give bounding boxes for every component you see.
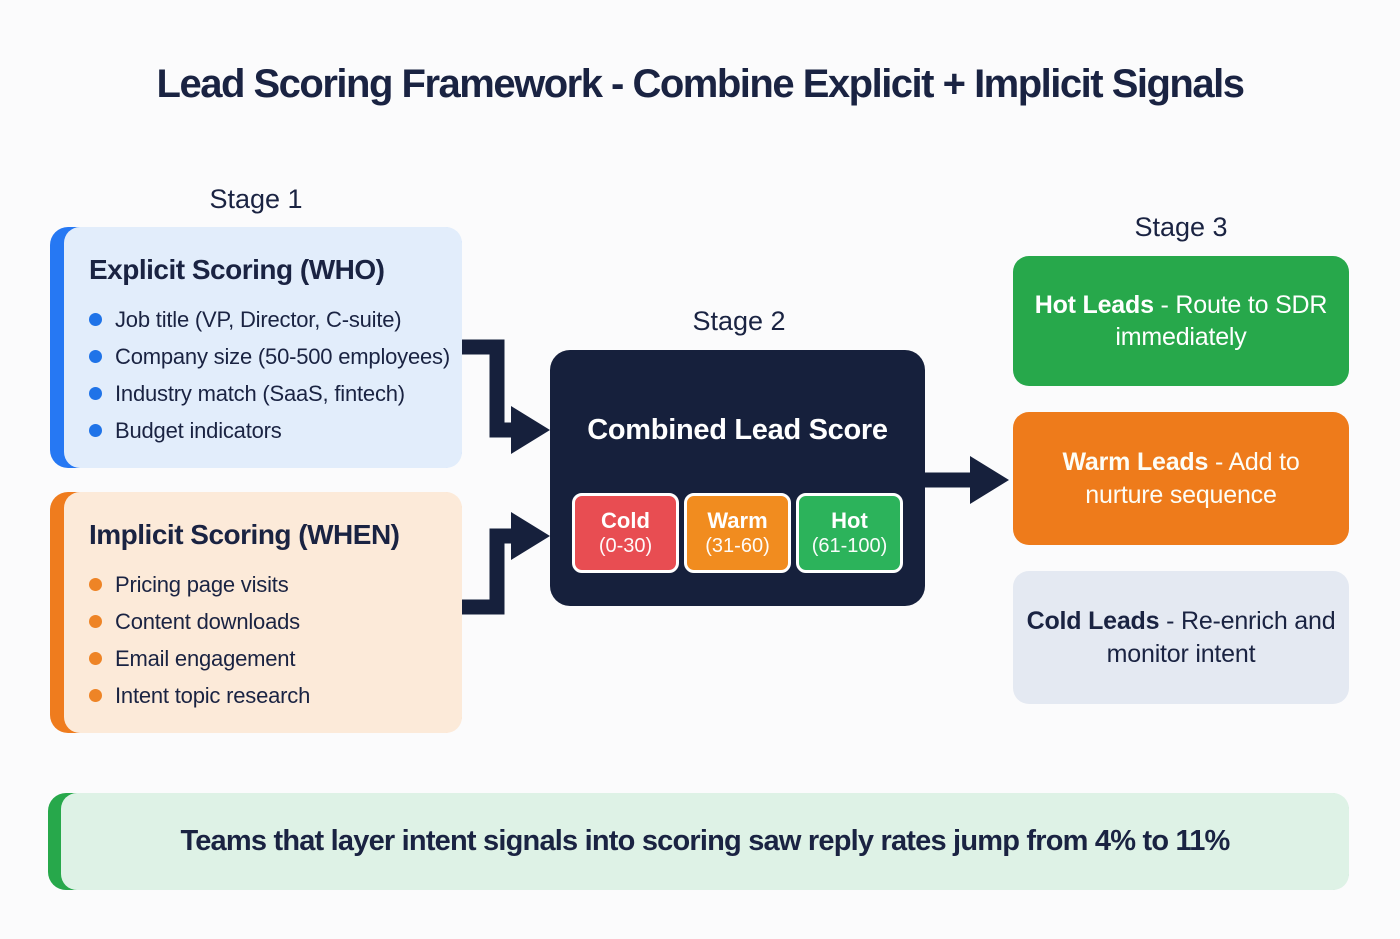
bullet-icon [89, 313, 102, 326]
arrow-explicit-to-combined-icon [460, 339, 550, 454]
outcome-detail: - Re-enrich and monitor intent [1106, 607, 1336, 668]
page-title: Lead Scoring Framework - Combine Explici… [156, 62, 1245, 106]
list-item: Content downloads [89, 603, 456, 640]
outcome-hot-leads: Hot Leads - Route to SDR immediately [1013, 256, 1349, 386]
list-item: Email engagement [89, 640, 456, 677]
bullet-icon [89, 350, 102, 363]
bullet-icon [89, 424, 102, 437]
list-item-text: Email engagement [115, 645, 296, 671]
footer-banner-body: Teams that layer intent signals into sco… [61, 793, 1349, 890]
outcome-cold-leads: Cold Leads - Re-enrich and monitor inten… [1013, 571, 1349, 704]
explicit-scoring-card: Explicit Scoring (WHO) Job title (VP, Di… [50, 227, 462, 468]
arrow-implicit-to-combined-icon [460, 512, 550, 615]
implicit-scoring-card: Implicit Scoring (WHEN) Pricing page vis… [50, 492, 462, 733]
list-item: Pricing page visits [89, 566, 456, 603]
band-range: (61-100) [811, 534, 888, 557]
implicit-card-title: Implicit Scoring (WHEN) [89, 519, 400, 550]
bullet-icon [89, 689, 102, 702]
explicit-criteria-list: Job title (VP, Director, C-suite) Compan… [89, 301, 456, 449]
stage2-label: Stage 2 [692, 306, 786, 336]
explicit-card-title: Explicit Scoring (WHO) [89, 254, 385, 285]
bullet-icon [89, 387, 102, 400]
arrow-combined-to-outcomes-icon [922, 456, 1009, 504]
footer-text: Teams that layer intent signals into sco… [180, 825, 1230, 857]
stage3-label: Stage 3 [1134, 212, 1228, 242]
outcome-text: Hot Leads - Route to SDR immediately [1013, 289, 1349, 354]
implicit-criteria-list: Pricing page visits Content downloads Em… [89, 566, 456, 714]
outcome-label: Hot Leads [1034, 290, 1154, 319]
list-item-text: Budget indicators [115, 417, 282, 443]
implicit-scoring-card-body: Implicit Scoring (WHEN) Pricing page vis… [64, 492, 462, 733]
score-band-cold: Cold (0-30) [572, 493, 679, 573]
band-label: Warm [707, 508, 768, 534]
list-item-text: Intent topic research [115, 682, 311, 708]
band-range: (31-60) [705, 534, 770, 557]
score-band-hot: Hot (61-100) [796, 493, 903, 573]
list-item: Company size (50-500 employees) [89, 338, 456, 375]
outcome-detail: - Route to SDR immediately [1115, 290, 1328, 352]
list-item-text: Industry match (SaaS, fintech) [115, 380, 405, 406]
band-range: (0-30) [598, 534, 653, 557]
list-item-text: Content downloads [115, 608, 300, 634]
bullet-icon [89, 578, 102, 591]
outcome-detail: - Add to nurture sequence [1085, 448, 1300, 509]
outcome-text: Warm Leads - Add to nurture sequence [1013, 446, 1349, 511]
band-label: Hot [831, 508, 868, 534]
footer-banner: Teams that layer intent signals into sco… [48, 793, 1349, 890]
list-item-text: Job title (VP, Director, C-suite) [115, 306, 402, 332]
stage1-label: Stage 1 [209, 184, 303, 214]
combined-card-title: Combined Lead Score [587, 414, 888, 446]
outcome-text: Cold Leads - Re-enrich and monitor inten… [1013, 605, 1349, 670]
list-item-text: Company size (50-500 employees) [115, 343, 450, 369]
outcome-label: Warm Leads [1062, 448, 1209, 476]
list-item: Budget indicators [89, 412, 456, 449]
bullet-icon [89, 615, 102, 628]
outcome-label: Cold Leads [1026, 607, 1160, 635]
score-bands: Cold (0-30) Warm (31-60) Hot (61-100) [572, 493, 903, 573]
score-band-warm: Warm (31-60) [684, 493, 791, 573]
combined-lead-score-card: Combined Lead Score Cold (0-30) Warm (31… [550, 350, 925, 606]
list-item: Job title (VP, Director, C-suite) [89, 301, 456, 338]
explicit-scoring-card-body: Explicit Scoring (WHO) Job title (VP, Di… [64, 227, 462, 468]
bullet-icon [89, 652, 102, 665]
band-label: Cold [601, 508, 650, 534]
list-item-text: Pricing page visits [115, 571, 289, 597]
outcome-warm-leads: Warm Leads - Add to nurture sequence [1013, 412, 1349, 545]
list-item: Industry match (SaaS, fintech) [89, 375, 456, 412]
list-item: Intent topic research [89, 677, 456, 714]
